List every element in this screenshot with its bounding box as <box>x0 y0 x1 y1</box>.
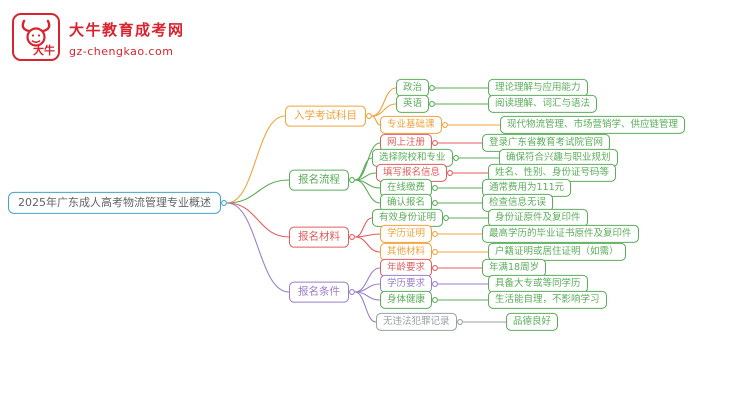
mindmap-node[interactable]: 生活能自理，不影响学习 <box>488 290 607 310</box>
mindmap-node[interactable]: 阅读理解、词汇与语法 <box>488 94 598 114</box>
mindmap-node[interactable]: 现代物流管理、市场营销学、供应链管理 <box>500 115 686 135</box>
mindmap-node[interactable]: 报名材料 <box>289 226 349 248</box>
mindmap-node[interactable]: 英语 <box>396 94 430 114</box>
mindmap-root-node[interactable]: 2025年广东成人高考物流管理专业概述 <box>8 191 221 215</box>
site-name: 大牛教育成考网 <box>69 21 185 39</box>
brand-logo: 大牛 <box>12 13 60 61</box>
mindmap-node[interactable]: 无违法犯罪记录 <box>376 312 457 332</box>
mindmap-node[interactable]: 户籍证明或居住证明（如需） <box>488 242 626 262</box>
mindmap-node[interactable]: 报名条件 <box>289 281 349 303</box>
logo-characters: 大牛 <box>33 44 55 57</box>
mindmap-node[interactable]: 报名流程 <box>289 169 349 191</box>
mindmap-node[interactable]: 专业基础课 <box>380 115 442 135</box>
mindmap-node[interactable]: 品德良好 <box>506 312 559 332</box>
mindmap-node[interactable]: 学历证明 <box>380 224 433 244</box>
mindmap-node[interactable]: 最高学历的毕业证书原件及复印件 <box>482 224 639 244</box>
brand-header[interactable]: 大牛 大牛教育成考网 gz-chengkao.com <box>12 13 185 61</box>
mindmap-node[interactable]: 身体健康 <box>380 290 433 310</box>
mindmap-node[interactable]: 入学考试科目 <box>285 105 366 127</box>
site-url[interactable]: gz-chengkao.com <box>69 45 174 58</box>
